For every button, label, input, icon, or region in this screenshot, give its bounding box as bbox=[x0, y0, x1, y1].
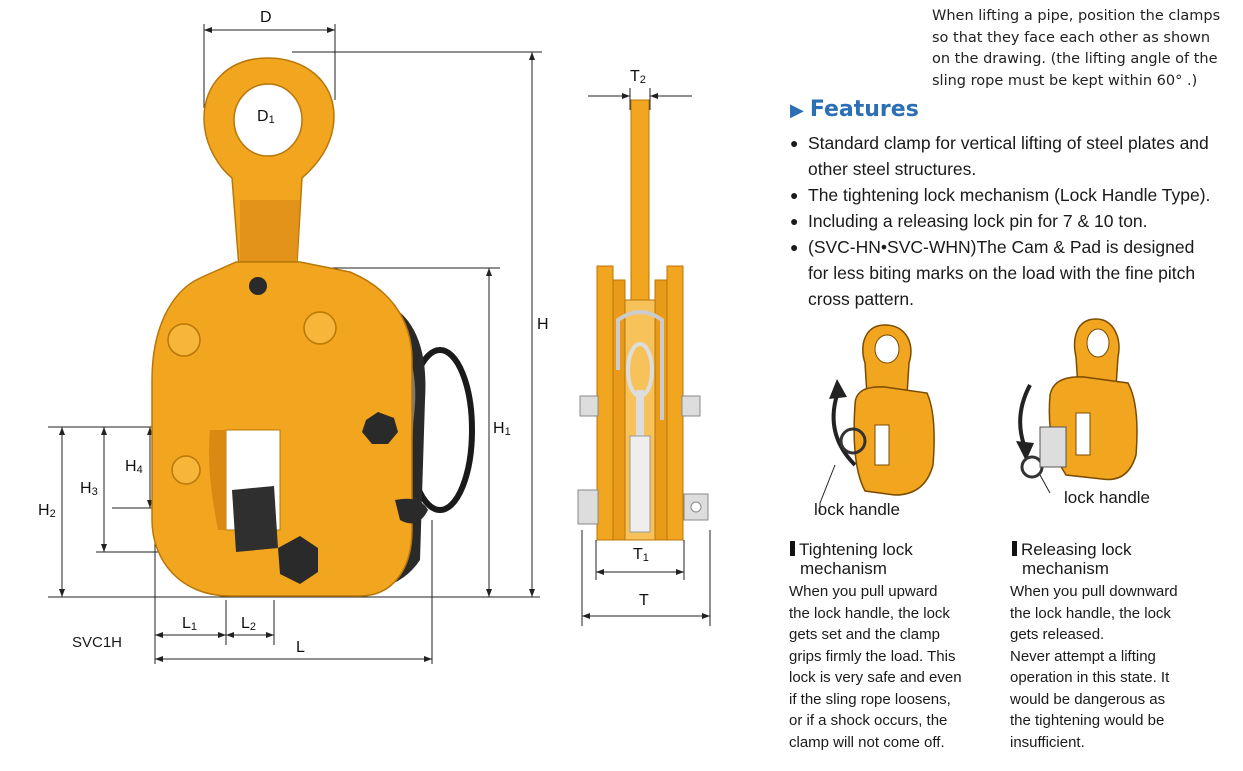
dim-H2: H2 bbox=[38, 502, 56, 520]
dim-L: L bbox=[296, 639, 305, 656]
features-heading: ▶Features bbox=[790, 97, 919, 122]
tightening-title: Tightening lock mechanism bbox=[790, 540, 913, 578]
feature-item: ●Standard clamp for vertical lifting of … bbox=[790, 133, 1209, 179]
dim-H3: H3 bbox=[80, 480, 98, 498]
dim-T1: T1 bbox=[633, 546, 649, 564]
dim-H4: H4 bbox=[125, 458, 143, 476]
dim-T: T bbox=[639, 592, 649, 609]
eye-hole bbox=[233, 83, 303, 157]
clamp-front-view bbox=[577, 88, 711, 626]
feature-item: ●Including a releasing lock pin for 7 & … bbox=[790, 211, 1148, 231]
dim-H1: H1 bbox=[493, 420, 511, 438]
model-label: SVC1H bbox=[72, 634, 123, 651]
releasing-illustration bbox=[1016, 318, 1138, 494]
bolt bbox=[362, 412, 398, 444]
features-list: ●Standard clamp for vertical lifting of … bbox=[790, 130, 1230, 312]
clamp-side-view bbox=[48, 24, 542, 664]
cam bbox=[232, 486, 278, 552]
feature-item: ●(SVC-HN•SVC-WHN)The Cam & Pad is design… bbox=[790, 237, 1196, 309]
tightening-caption: lock handle bbox=[814, 500, 901, 519]
dim-D: D bbox=[260, 9, 272, 26]
arrow-up-icon bbox=[829, 379, 847, 399]
dim-H: H bbox=[537, 316, 549, 333]
dim-D1: D1 bbox=[257, 108, 275, 126]
releasing-caption: lock handle bbox=[1064, 488, 1151, 507]
triangle-icon: ▶ bbox=[790, 100, 804, 121]
dim-L1: L1 bbox=[182, 615, 198, 633]
dim-T2: T2 bbox=[630, 68, 646, 86]
feature-item: ●The tightening lock mechanism (Lock Han… bbox=[790, 185, 1211, 205]
releasing-title: Releasing lock mechanism bbox=[1012, 540, 1132, 578]
pipe-lifting-note: When lifting a pipe, position the clamps… bbox=[932, 8, 1221, 89]
dim-L2: L2 bbox=[241, 615, 257, 633]
tightening-illustration bbox=[819, 324, 935, 513]
arrow-down-icon bbox=[1016, 441, 1034, 461]
